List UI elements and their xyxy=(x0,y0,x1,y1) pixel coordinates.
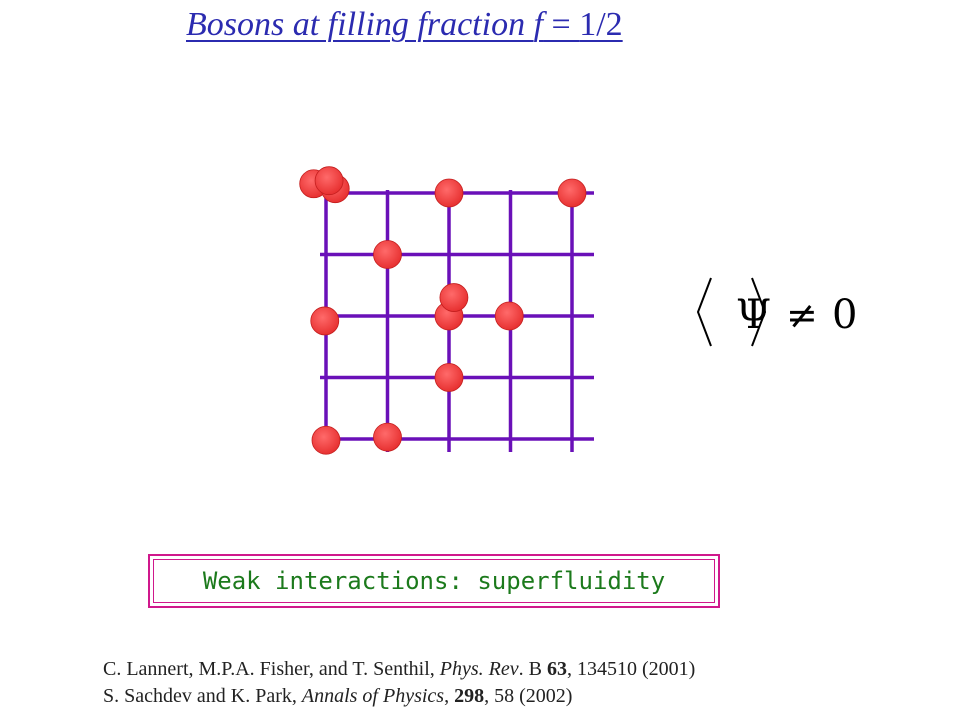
title-equals: = xyxy=(543,6,580,43)
ref2-mid: , xyxy=(444,685,455,707)
reference-2: S. Sachdev and K. Park, Annals of Physic… xyxy=(103,683,695,710)
references: C. Lannert, M.P.A. Fisher, and T. Senthi… xyxy=(103,656,695,710)
title-variable: f xyxy=(533,6,544,43)
ref1-volume: 63 xyxy=(546,658,567,680)
boson xyxy=(314,166,344,196)
boson xyxy=(494,301,524,331)
ref1-rest: , 134510 (2001) xyxy=(566,658,696,680)
title-value: 1/2 xyxy=(579,6,623,43)
boson xyxy=(310,306,340,336)
ref2-authors: S. Sachdev and K. Park, xyxy=(103,685,302,707)
not-equal-sign: ≠ xyxy=(786,293,818,337)
page-title: Bosons at filling fraction f = 1/2 xyxy=(186,6,623,44)
boson xyxy=(434,178,464,208)
boson xyxy=(373,422,402,452)
right-angle-bracket xyxy=(751,277,767,347)
reference-1: C. Lannert, M.P.A. Fisher, and T. Senthi… xyxy=(103,656,695,683)
ref2-rest: , 58 (2002) xyxy=(484,685,573,707)
ref1-authors: C. Lannert, M.P.A. Fisher, and T. Senthi… xyxy=(103,658,440,680)
boson xyxy=(373,240,402,269)
ref2-journal: Annals of Physics xyxy=(301,685,445,707)
boson xyxy=(439,283,469,312)
title-prefix: Bosons at filling fraction xyxy=(186,6,534,43)
ref2-volume: 298 xyxy=(454,685,485,707)
ref1-journal: Phys. Rev xyxy=(439,658,519,680)
boson xyxy=(434,363,464,392)
left-angle-bracket xyxy=(696,277,712,347)
boson xyxy=(557,178,587,208)
boson-particles xyxy=(299,166,587,455)
order-parameter-formula: Ψ ≠ 0 xyxy=(692,268,882,358)
ref1-mid: . B xyxy=(518,658,547,680)
psi-symbol: Ψ xyxy=(736,292,771,338)
boson xyxy=(311,425,341,455)
zero-value: 0 xyxy=(832,292,857,338)
interaction-regime-label: Weak interactions: superfluidity xyxy=(153,559,715,603)
interaction-regime-box: Weak interactions: superfluidity xyxy=(148,554,720,608)
